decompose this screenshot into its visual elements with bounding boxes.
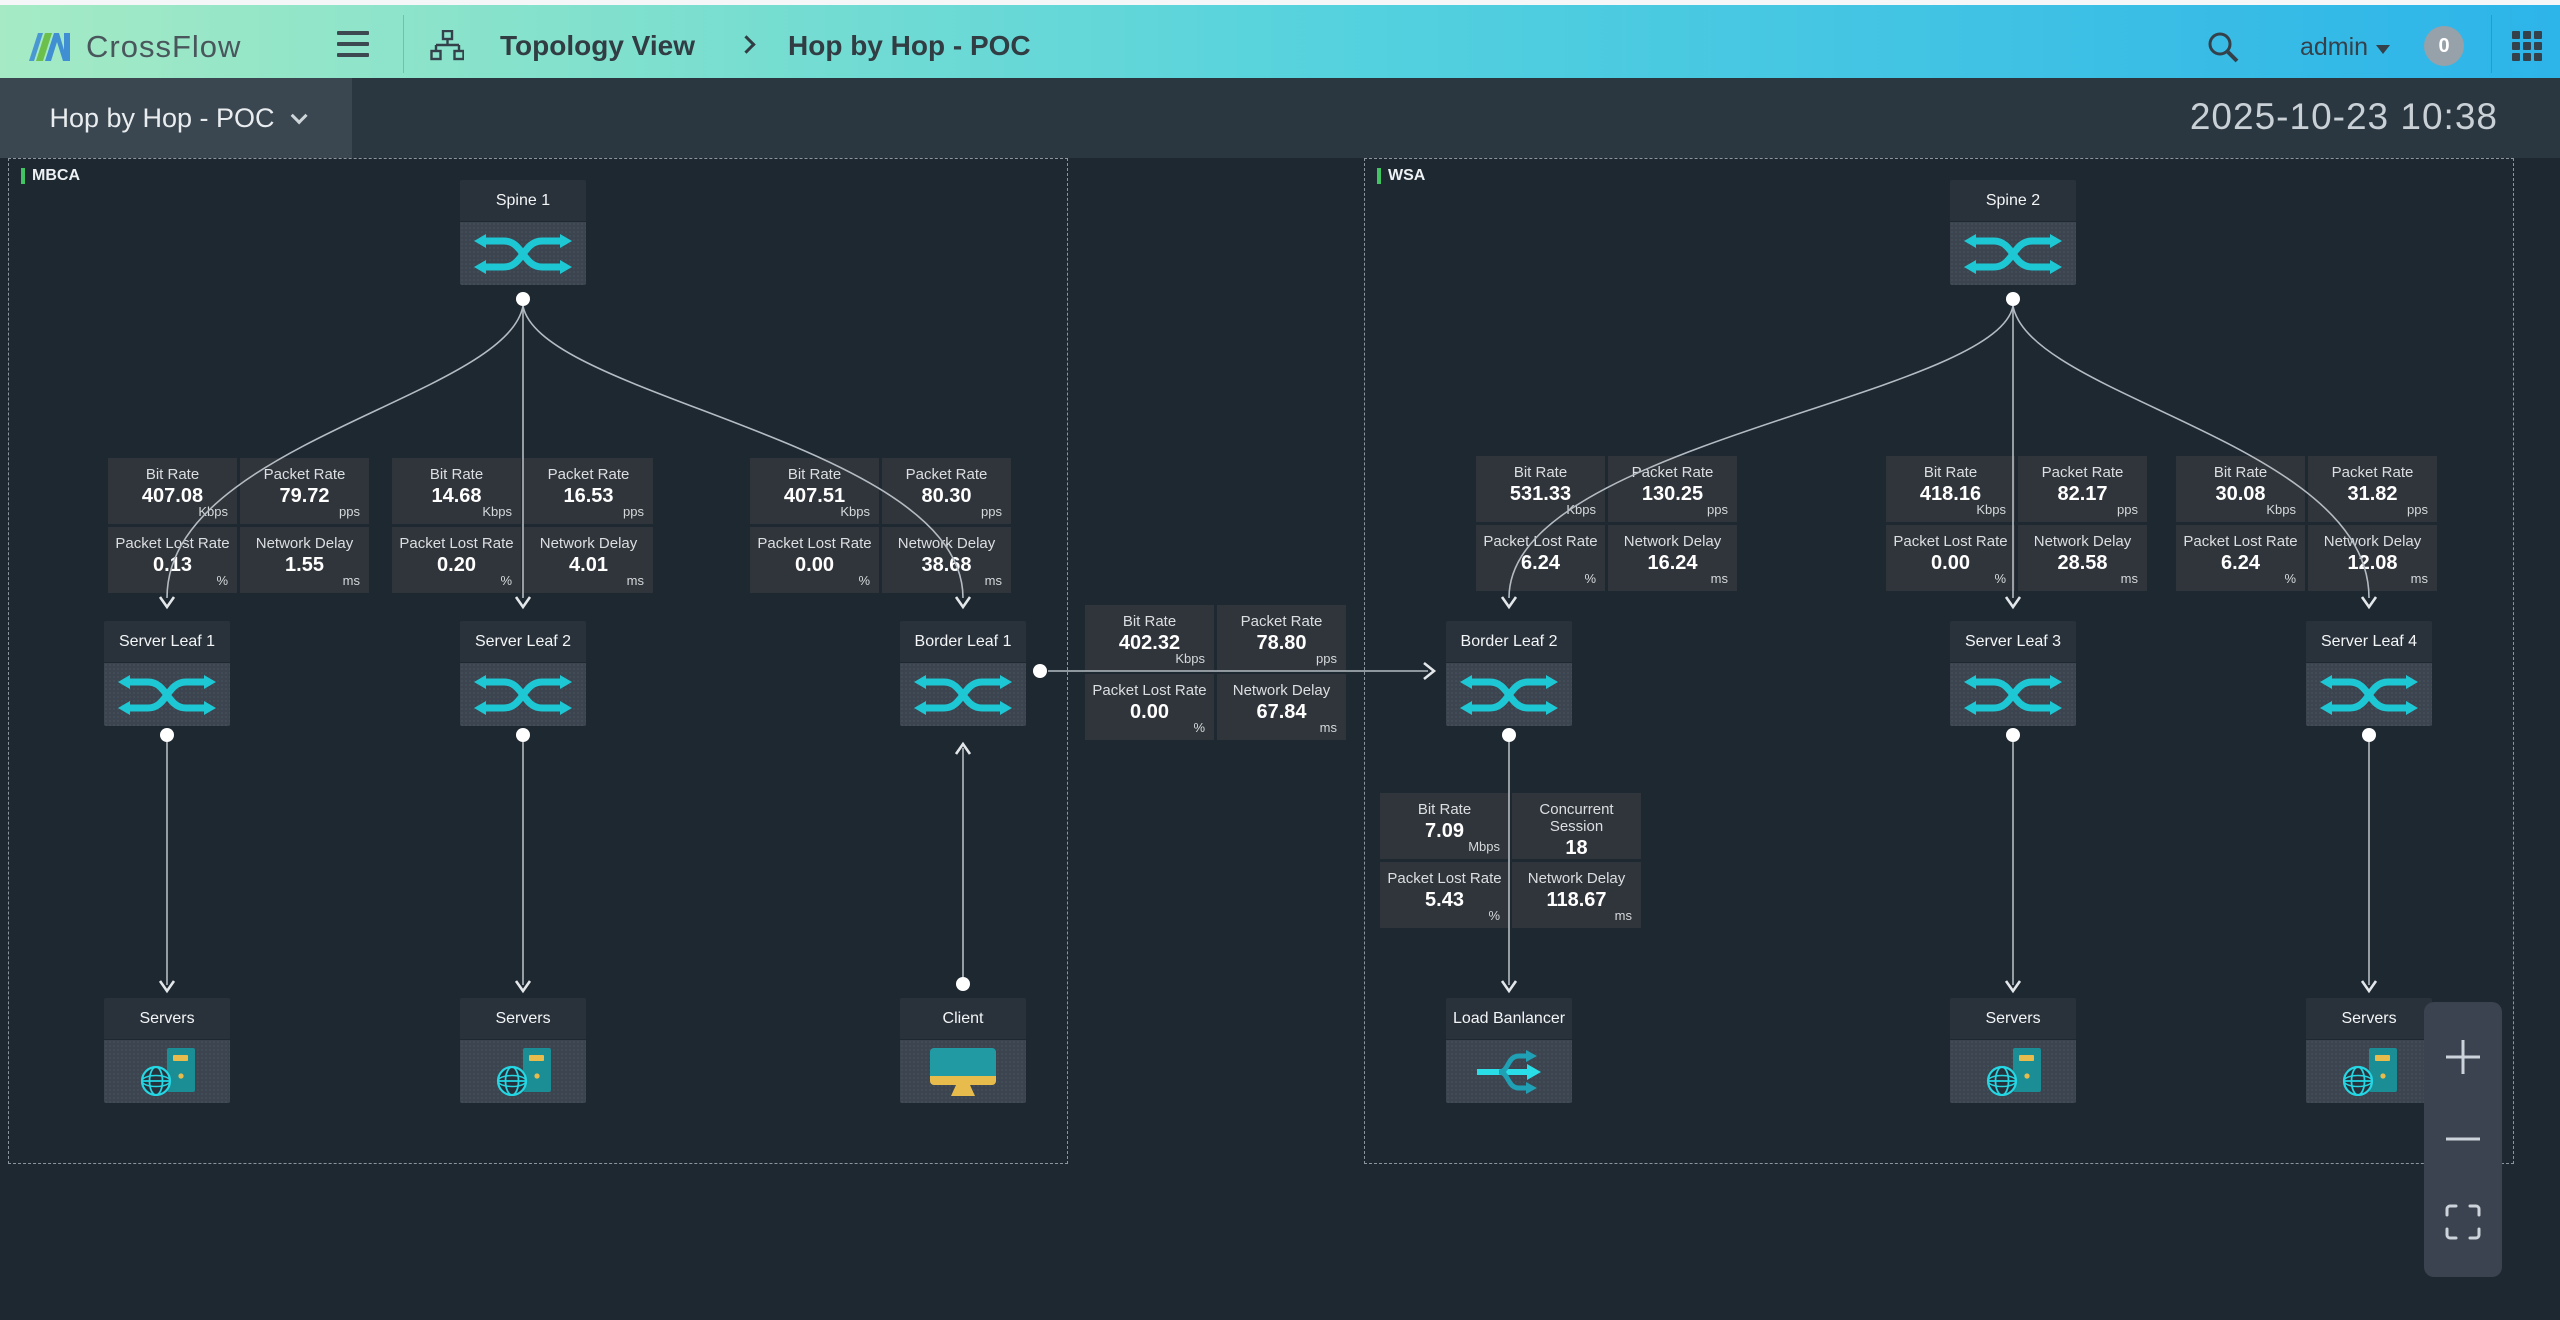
- node-servers-1[interactable]: Servers: [104, 998, 230, 1103]
- notification-count: 0: [2438, 34, 2450, 57]
- zoom-in-button[interactable]: [2439, 1033, 2487, 1081]
- topology-icon: [430, 30, 464, 61]
- map-controls-panel: [2424, 1002, 2502, 1277]
- view-selector-value: Hop by Hop - POC: [49, 102, 275, 133]
- breadcrumb-current-page: Hop by Hop - POC: [788, 30, 1031, 61]
- current-timestamp: 2025-10-23 10:38: [2189, 96, 2498, 137]
- region-mbca: MBCA: [8, 158, 1068, 1164]
- servers-icon: [1950, 1040, 2076, 1103]
- view-selector-dropdown[interactable]: Hop by Hop - POC: [0, 78, 352, 158]
- node-load-balancer[interactable]: Load Banlancer: [1446, 998, 1572, 1103]
- servers-icon: [460, 1040, 586, 1103]
- breadcrumb-section[interactable]: Topology View: [500, 30, 695, 61]
- switch-icon: [1950, 663, 2076, 726]
- user-caret-icon: [2376, 45, 2391, 54]
- region-name: WSA: [1388, 167, 1426, 184]
- view-toolbar: Hop by Hop - POC 2025-10-23 10:38: [0, 78, 2560, 158]
- crossflow-logo-icon: [29, 33, 70, 61]
- switch-icon: [460, 663, 586, 726]
- breadcrumb-chevron-icon: [737, 35, 756, 54]
- node-server-leaf-2[interactable]: Server Leaf 2: [460, 621, 586, 726]
- chevron-down-icon: [290, 107, 308, 125]
- node-servers-2[interactable]: Servers: [460, 998, 586, 1103]
- node-server-leaf-4[interactable]: Server Leaf 4: [2306, 621, 2432, 726]
- node-server-leaf-1[interactable]: Server Leaf 1: [104, 621, 230, 726]
- node-spine-1[interactable]: Spine 1: [460, 180, 586, 285]
- notification-badge[interactable]: 0: [2424, 26, 2464, 66]
- region-wsa: WSA: [1364, 158, 2514, 1164]
- region-name: MBCA: [32, 167, 80, 184]
- user-name: admin: [2300, 33, 2369, 61]
- app-logo[interactable]: CrossFlow: [28, 27, 241, 67]
- switch-icon: [1950, 222, 2076, 285]
- node-server-leaf-3[interactable]: Server Leaf 3: [1950, 621, 2076, 726]
- node-border-leaf-2[interactable]: Border Leaf 2: [1446, 621, 1572, 726]
- servers-icon: [104, 1040, 230, 1103]
- app-logo-text: CrossFlow: [86, 29, 242, 64]
- region-color-bar: [1377, 168, 1381, 184]
- user-menu[interactable]: admin: [2300, 33, 2391, 62]
- client-monitor-icon: [900, 1040, 1026, 1103]
- switch-icon: [104, 663, 230, 726]
- node-border-leaf-1[interactable]: Border Leaf 1: [900, 621, 1026, 726]
- node-client[interactable]: Client: [900, 998, 1026, 1103]
- node-servers-4[interactable]: Servers: [2306, 998, 2432, 1103]
- region-color-bar: [21, 168, 25, 184]
- load-balancer-icon: [1446, 1040, 1572, 1103]
- zoom-out-button[interactable]: [2439, 1115, 2487, 1163]
- apps-grid-icon[interactable]: [2512, 31, 2542, 61]
- header-divider: [403, 15, 404, 73]
- switch-icon: [900, 663, 1026, 726]
- fullscreen-button[interactable]: [2439, 1198, 2487, 1246]
- search-icon[interactable]: [2205, 29, 2241, 65]
- switch-icon: [2306, 663, 2432, 726]
- window-top-strip: [0, 0, 2560, 5]
- node-spine-2[interactable]: Spine 2: [1950, 180, 2076, 285]
- menu-hamburger-icon[interactable]: [337, 31, 369, 57]
- header-divider: [2491, 15, 2492, 73]
- node-servers-3[interactable]: Servers: [1950, 998, 2076, 1103]
- app-header: CrossFlow Topology View Hop by Hop - POC…: [0, 5, 2560, 78]
- servers-icon: [2306, 1040, 2432, 1103]
- switch-icon: [1446, 663, 1572, 726]
- switch-icon: [460, 222, 586, 285]
